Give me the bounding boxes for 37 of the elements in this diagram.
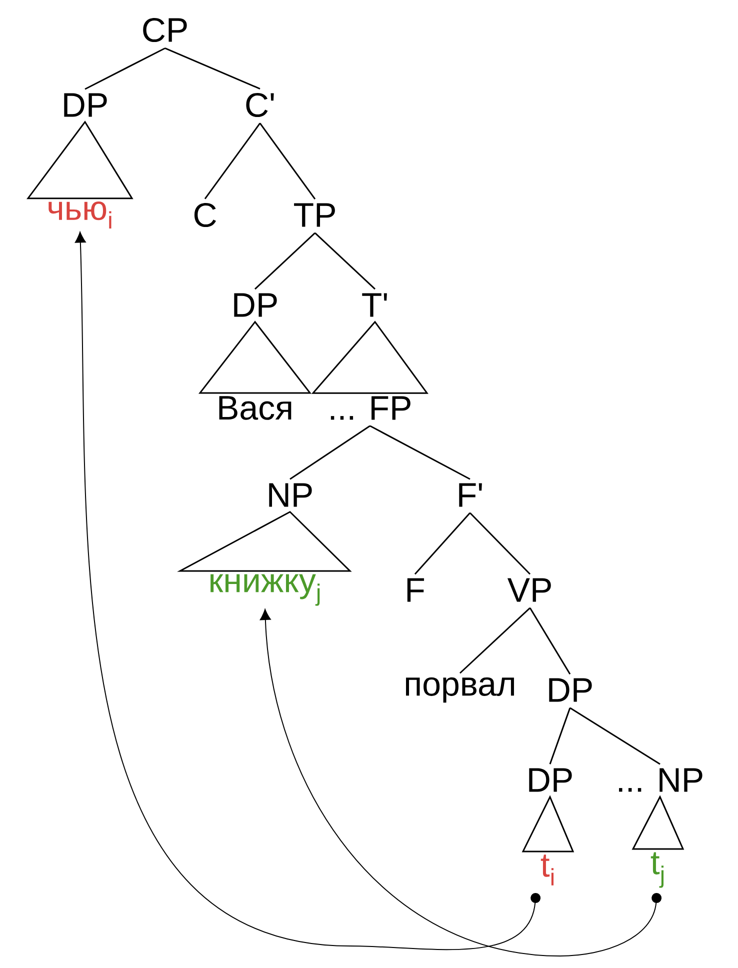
leaf-word: t$_{j}$ [650, 852, 664, 888]
tree-branch [529, 608, 571, 674]
category-label: CP [143, 18, 187, 42]
category-label: VP [507, 578, 551, 602]
tree-branch [469, 512, 531, 575]
tree-branch [370, 425, 470, 480]
tree-branch [314, 232, 376, 290]
tree-branch [259, 122, 316, 200]
tree-branch [254, 232, 316, 290]
category-label: DP [64, 93, 107, 117]
leaf-word: книжку$_{j}$ [210, 574, 320, 606]
tree-branch [204, 122, 261, 200]
category-label: DP [549, 678, 592, 702]
tree-branch [164, 48, 260, 90]
category-label: ... NP [619, 768, 702, 792]
leaf-word: чью$_{i}$ [48, 202, 112, 228]
category-label: F' [459, 483, 482, 507]
tree-branch [459, 607, 531, 674]
tree-branch [414, 512, 471, 575]
movement-arrow [260, 609, 662, 956]
movement-arrow [74, 232, 541, 950]
leaf-word: ... FP [330, 396, 410, 420]
category-label: NP [269, 483, 312, 507]
category-label: DP [234, 293, 277, 317]
category-label: C' [246, 92, 274, 118]
leaf-word: t$_{i}$ [540, 854, 554, 886]
category-label: DP [529, 768, 572, 792]
tree-branch [290, 425, 370, 480]
category-label: T' [362, 293, 387, 317]
tree-branch [549, 708, 571, 764]
category-label: C [194, 202, 216, 228]
category-label: TP [294, 203, 335, 227]
leaf-word: Вася [219, 396, 292, 420]
tree-branch [84, 48, 166, 90]
tree-branch [570, 707, 660, 765]
category-label: F [407, 578, 424, 602]
leaf-word: порвал [406, 677, 514, 703]
